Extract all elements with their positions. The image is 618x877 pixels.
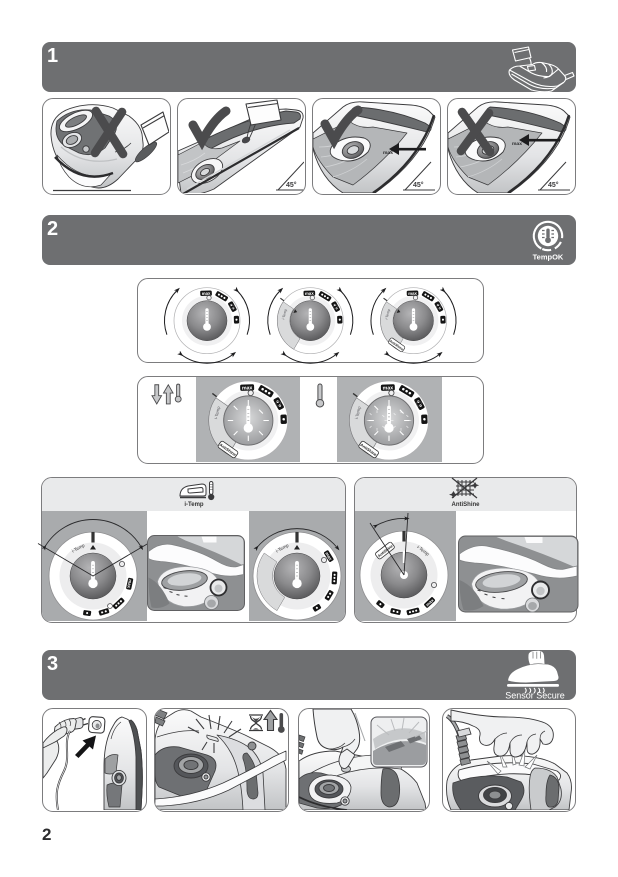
svg-text:max: max [383,150,393,156]
svg-text:i-Temp: i-Temp [184,502,204,508]
svg-text:45°: 45° [548,181,559,189]
svg-text:45°: 45° [286,181,297,189]
svg-text:45°: 45° [413,181,424,189]
svg-text:TempOK: TempOK [533,252,564,261]
svg-text:max: max [512,141,522,147]
svg-text:Sensor Secure: Sensor Secure [505,690,565,700]
svg-text:AntiShine: AntiShine [452,502,481,508]
